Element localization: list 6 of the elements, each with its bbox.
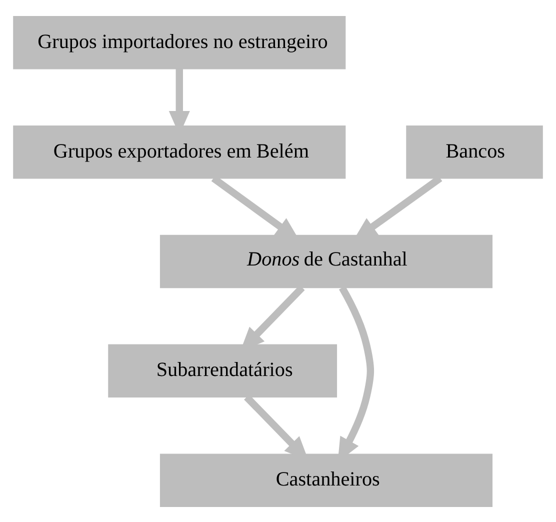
node-box: Bancos <box>406 124 543 178</box>
node-box: Grupos importadores no estrangeiro <box>13 16 346 69</box>
node-box: Subarrendatários <box>108 344 338 398</box>
node-box: Grupos exportadores em Belém <box>13 124 346 178</box>
node-box: Donos de Castanhal <box>160 234 493 288</box>
node-box: Castanheiros <box>160 453 493 506</box>
